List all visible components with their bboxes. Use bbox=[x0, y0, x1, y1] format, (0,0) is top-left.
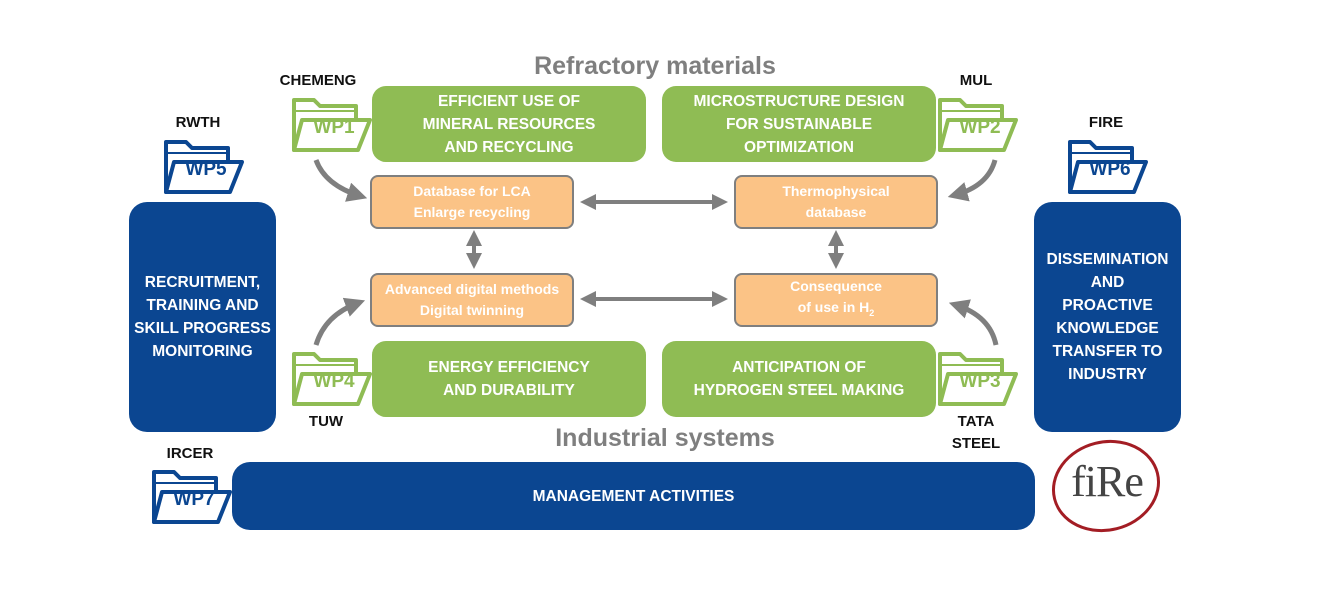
folder-wp6-icon: WP6 bbox=[1066, 134, 1150, 198]
management-activities-label: MANAGEMENT ACTIVITIES bbox=[532, 487, 735, 505]
partner-chemeng: CHEMENG bbox=[279, 72, 357, 89]
folder-wp5-icon: WP5 bbox=[162, 134, 246, 198]
folder-wp5-shape bbox=[164, 140, 244, 194]
arrow-wp1-to-lca bbox=[313, 159, 368, 202]
wp3-label: WP3 bbox=[959, 371, 1001, 392]
folder-wp2-shape bbox=[938, 98, 1018, 152]
wp2-label: WP2 bbox=[959, 117, 1001, 138]
fire-logo-text: fiRe bbox=[1071, 457, 1144, 506]
partner-rwth: RWTH bbox=[175, 114, 221, 131]
partner-ircer: IRCER bbox=[166, 445, 214, 462]
folder-wp4-shape bbox=[292, 352, 372, 406]
folder-wp7-icon: WP7 bbox=[150, 464, 234, 528]
wp5-label: WP5 bbox=[185, 159, 227, 180]
fire-logo: fiRe bbox=[1048, 436, 1164, 536]
arrow-wp4-to-digital bbox=[313, 297, 366, 346]
folder-wp1-icon: WP1 bbox=[290, 92, 374, 156]
folder-wp7-shape bbox=[152, 470, 232, 524]
folder-wp4-icon: WP4 bbox=[290, 346, 374, 410]
arrow-wp3-to-h2 bbox=[948, 299, 999, 346]
partner-tuw: TUW bbox=[308, 413, 344, 430]
folder-wp2-icon: WP2 bbox=[936, 92, 1020, 156]
wp7-title-box: MANAGEMENT ACTIVITIES bbox=[232, 462, 1035, 530]
folder-wp6-shape bbox=[1068, 140, 1148, 194]
fire-logo-ellipse bbox=[1051, 439, 1161, 533]
partner-mul: MUL bbox=[959, 72, 993, 89]
heading-refractory-materials: Refractory materials bbox=[534, 52, 776, 80]
wp4-label: WP4 bbox=[313, 371, 355, 392]
wp1-label: WP1 bbox=[313, 117, 355, 138]
folder-wp3-icon: WP3 bbox=[936, 346, 1020, 410]
folder-wp3-shape bbox=[938, 352, 1018, 406]
folder-wp1-shape bbox=[292, 98, 372, 152]
partner-fire: FIRE bbox=[1088, 114, 1124, 131]
heading-industrial-systems: Industrial systems bbox=[555, 424, 775, 452]
arrow-wp2-to-thermo bbox=[947, 159, 998, 202]
wp6-label: WP6 bbox=[1089, 159, 1131, 180]
wp7-label: WP7 bbox=[173, 489, 215, 510]
